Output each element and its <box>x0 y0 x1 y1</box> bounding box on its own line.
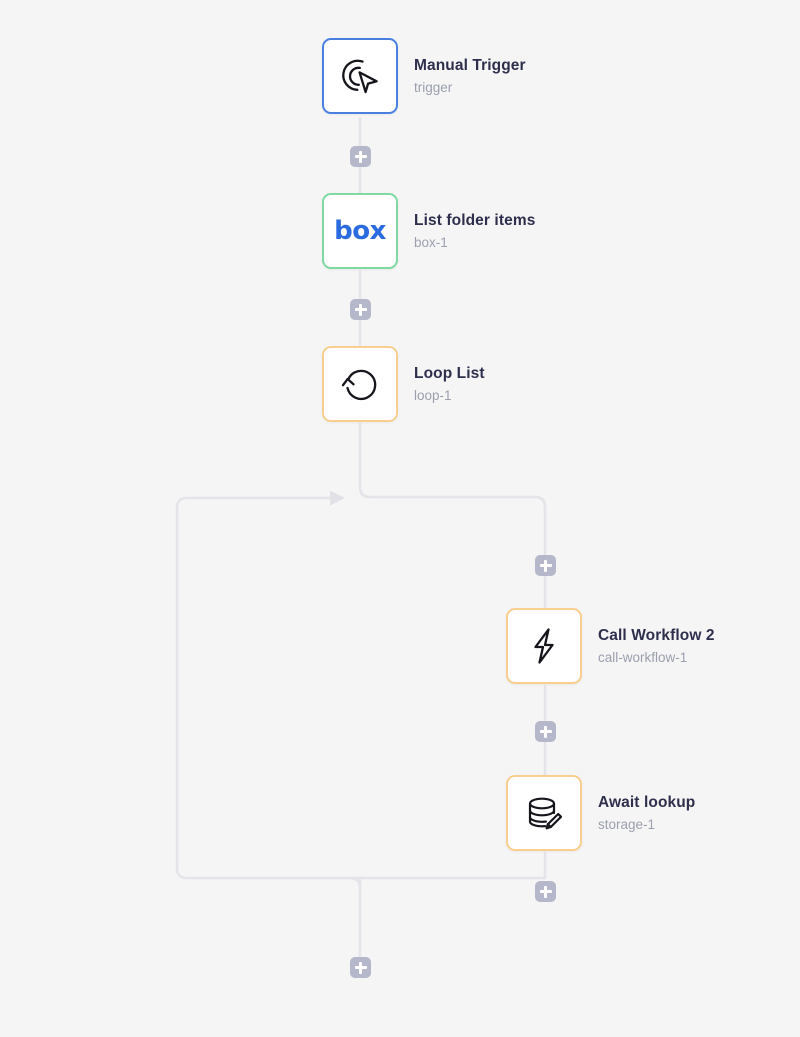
node-icon-container[interactable] <box>506 608 582 684</box>
lightning-bolt-icon <box>534 628 554 664</box>
node-icon-container[interactable]: box <box>322 193 398 269</box>
node-subtitle: loop-1 <box>414 387 452 403</box>
node-title: Loop List <box>414 364 485 382</box>
node-labels: Call Workflow 2 call-workflow-1 <box>598 626 715 667</box>
plus-icon-vertical <box>544 725 547 738</box>
plus-icon-vertical <box>544 559 547 572</box>
node-icon-container[interactable] <box>322 38 398 114</box>
plus-icon-vertical <box>359 303 362 316</box>
node-title: Await lookup <box>598 793 696 811</box>
node-subtitle: trigger <box>414 79 453 95</box>
pencil-tip <box>546 823 552 829</box>
node-call-workflow-2[interactable]: Call Workflow 2 call-workflow-1 <box>506 608 715 684</box>
plus-icon-vertical <box>359 961 362 974</box>
node-title: List folder items <box>414 211 536 229</box>
loopback-arrow-icon <box>330 490 345 506</box>
database-edit-icon <box>528 797 563 830</box>
node-subtitle: storage-1 <box>598 816 656 832</box>
add-node-button-after-call-workflow[interactable] <box>535 721 556 742</box>
node-await-lookup[interactable]: Await lookup storage-1 <box>506 775 695 851</box>
edge-done-joint <box>348 876 362 890</box>
pencil-body <box>545 812 563 830</box>
node-list-folder-items[interactable]: box List folder items box-1 <box>322 193 535 269</box>
plus-icon-vertical <box>359 150 362 163</box>
node-labels: List folder items box-1 <box>414 211 535 252</box>
node-loop-list[interactable]: Loop List loop-1 <box>322 346 485 422</box>
add-node-button-after-manual-trigger[interactable] <box>350 146 371 167</box>
loop-refresh-icon <box>341 369 377 401</box>
node-title: Manual Trigger <box>414 56 526 74</box>
plus-icon-vertical <box>544 885 547 898</box>
add-node-button-after-loop-branch[interactable] <box>535 555 556 576</box>
node-icon-container[interactable] <box>322 346 398 422</box>
add-node-button-after-loop-done[interactable] <box>350 957 371 978</box>
add-node-button-after-await-lookup[interactable] <box>535 881 556 902</box>
node-icon-container[interactable] <box>506 775 582 851</box>
node-subtitle: box-1 <box>414 234 448 250</box>
edge-loopback-rail <box>175 496 547 880</box>
node-labels: Manual Trigger trigger <box>414 56 526 97</box>
node-subtitle: call-workflow-1 <box>598 649 688 665</box>
edge-loop-to-branch <box>358 422 547 610</box>
node-title: Call Workflow 2 <box>598 626 715 644</box>
node-manual-trigger[interactable]: Manual Trigger trigger <box>322 38 526 114</box>
node-labels: Loop List loop-1 <box>414 364 485 405</box>
cursor-click-icon <box>342 59 378 94</box>
cursor-arrow <box>358 71 378 94</box>
add-node-button-after-list-folder-items[interactable] <box>350 299 371 320</box>
node-labels: Await lookup storage-1 <box>598 793 695 834</box>
box-logo-icon: box <box>334 216 386 246</box>
